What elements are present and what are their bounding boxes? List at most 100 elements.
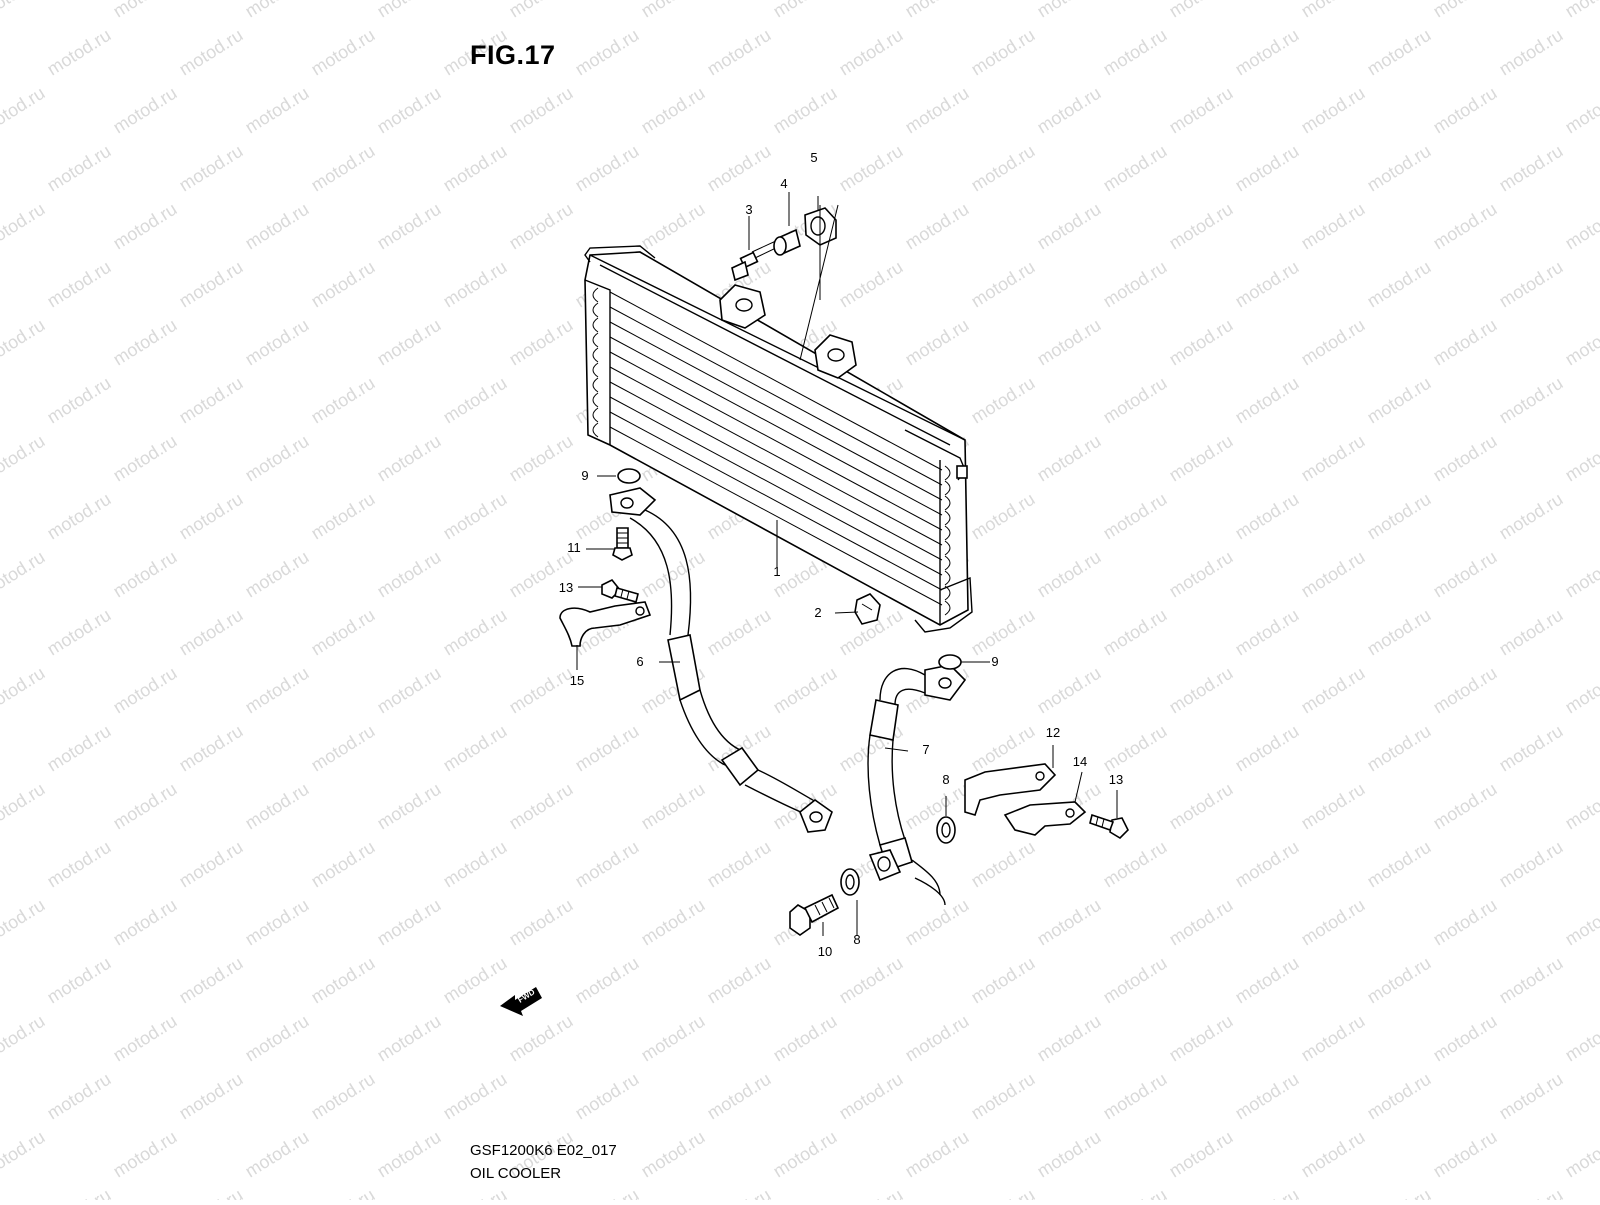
watermark-text: motod.ru [0, 1011, 48, 1066]
watermark-text: motod.ru [1562, 83, 1600, 138]
watermark-text: motod.ru [440, 1185, 511, 1200]
cooler-tube-end [944, 600, 951, 616]
watermark-text: motod.ru [1496, 257, 1567, 312]
callout-4: 4 [780, 176, 787, 191]
watermark-text: motod.ru [638, 1011, 709, 1066]
cooler-tube-end [592, 347, 599, 363]
watermark-text: motod.ru [44, 837, 115, 892]
upper-mount-tab-left [719, 284, 766, 329]
cooler-tube-end [944, 570, 951, 586]
watermark-text: motod.ru [1166, 315, 1237, 370]
watermark-text: motod.ru [374, 547, 445, 602]
watermark-text: motod.ru [1034, 315, 1105, 370]
bolt-13-right [1089, 813, 1129, 840]
watermark-text: motod.ru [1166, 83, 1237, 138]
watermark-text: motod.ru [1232, 25, 1303, 80]
watermark-text: motod.ru [1298, 0, 1369, 21]
callout-12: 12 [1046, 725, 1060, 740]
cooler-tube-end [944, 555, 951, 571]
callout-13: 13 [559, 580, 573, 595]
watermark-text: motod.ru [968, 1185, 1039, 1200]
watermark-text: motod.ru [308, 721, 379, 776]
watermark-text: motod.ru [1298, 663, 1369, 718]
watermark-text: motod.ru [1166, 547, 1237, 602]
cooler-tube-end [944, 510, 951, 526]
cooler-fin-row [609, 411, 943, 591]
watermark-text: motod.ru [44, 489, 115, 544]
cooler-fin-row [609, 426, 943, 606]
watermark-text: motod.ru [1034, 663, 1105, 718]
watermark-text: motod.ru [110, 83, 181, 138]
cooler-tube-end [592, 317, 599, 333]
watermark-text: motod.ru [0, 83, 48, 138]
watermark-text: motod.ru [506, 895, 577, 950]
cooler-fin-row [609, 396, 943, 576]
watermark-text: motod.ru [506, 1011, 577, 1066]
watermark-text: motod.ru [506, 0, 577, 21]
watermark-text: motod.ru [836, 953, 907, 1008]
watermark-text: motod.ru [0, 895, 48, 950]
watermark-text: motod.ru [836, 25, 907, 80]
watermark-text: motod.ru [176, 1185, 247, 1200]
watermark-text: motod.ru [968, 489, 1039, 544]
cooler-fin-row [609, 366, 943, 546]
watermark-text: motod.ru [110, 895, 181, 950]
watermark-text: motod.ru [638, 779, 709, 834]
watermark-text: motod.ru [572, 837, 643, 892]
watermark-text: motod.ru [110, 315, 181, 370]
watermark-text: motod.ru [242, 199, 313, 254]
watermark-text: motod.ru [770, 1011, 841, 1066]
watermark-text: motod.ru [44, 953, 115, 1008]
callout-11: 11 [567, 540, 581, 555]
watermark-text: motod.ru [176, 373, 247, 428]
watermark-text: motod.ru [1496, 141, 1567, 196]
watermark-text: motod.ru [902, 1011, 973, 1066]
cooler-fin-row [609, 321, 943, 501]
watermark-text: motod.ru [1166, 431, 1237, 486]
watermark-text: motod.ru [1496, 25, 1567, 80]
watermark-text: motod.ru [176, 837, 247, 892]
watermark-text: motod.ru [110, 547, 181, 602]
watermark-text: motod.ru [308, 141, 379, 196]
watermark-text: motod.ru [1298, 1011, 1369, 1066]
watermark-text: motod.ru [1364, 1069, 1435, 1124]
watermark-text: motod.ru [1562, 1011, 1600, 1066]
washer-8-upper [936, 816, 956, 844]
watermark-text: motod.ru [968, 141, 1039, 196]
watermark-text: motod.ru [374, 779, 445, 834]
bracket-12 [964, 763, 1057, 816]
watermark-text: motod.ru [506, 199, 577, 254]
watermark-text: motod.ru [242, 0, 313, 21]
watermark-text: motod.ru [1562, 895, 1600, 950]
oil-hose-upper [609, 487, 833, 833]
watermark-text: motod.ru [0, 779, 48, 834]
cooler-tube-end [592, 407, 599, 423]
watermark-text: motod.ru [836, 1185, 907, 1200]
watermark-text: motod.ru [176, 489, 247, 544]
watermark-text: motod.ru [1562, 431, 1600, 486]
callout-2: 2 [814, 605, 821, 620]
watermark-text: motod.ru [44, 141, 115, 196]
watermark-text: motod.ru [110, 199, 181, 254]
callout-14: 14 [1073, 754, 1087, 769]
watermark-text: motod.ru [1496, 1069, 1567, 1124]
watermark-text: motod.ru [1100, 373, 1171, 428]
watermark-text: motod.ru [242, 779, 313, 834]
watermark-text: motod.ru [1298, 547, 1369, 602]
watermark-text: motod.ru [1430, 315, 1501, 370]
watermark-text: motod.ru [1430, 779, 1501, 834]
bracket-15 [559, 601, 652, 647]
watermark-text: motod.ru [110, 0, 181, 21]
watermark-text: motod.ru [44, 373, 115, 428]
watermark-text: motod.ru [1100, 953, 1171, 1008]
watermark-text: motod.ru [1100, 489, 1171, 544]
watermark-text: motod.ru [1034, 547, 1105, 602]
watermark-text: motod.ru [308, 489, 379, 544]
watermark-text: motod.ru [968, 953, 1039, 1008]
diagram-caption: OIL COOLER [470, 1165, 562, 1182]
watermark-text: motod.ru [770, 663, 841, 718]
watermark-text: motod.ru [1034, 1011, 1105, 1066]
watermark-text: motod.ru [770, 1127, 841, 1182]
watermark-text: motod.ru [704, 141, 775, 196]
cooler-fin-row [609, 291, 943, 471]
